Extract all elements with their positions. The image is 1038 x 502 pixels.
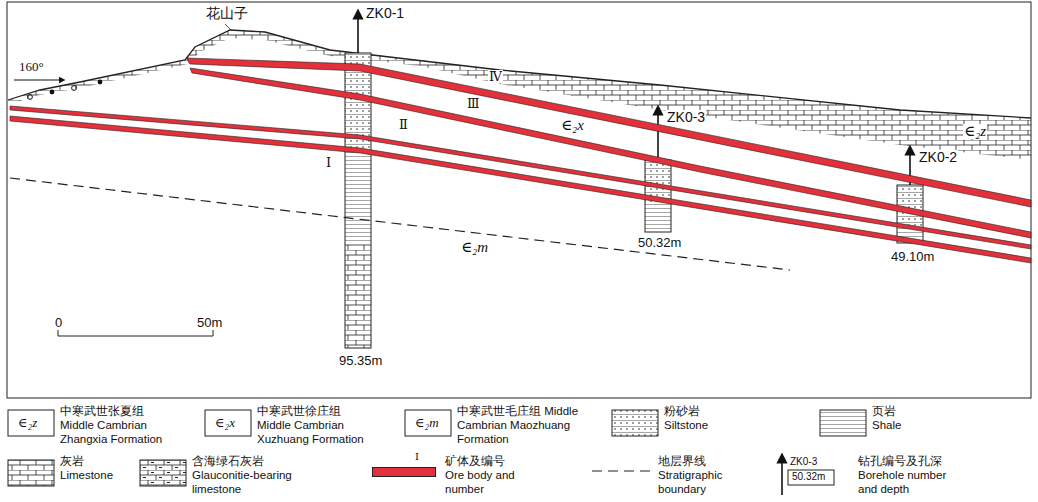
scale-label: 50m — [196, 316, 223, 329]
legend-symbol: Ⅰ — [414, 452, 420, 462]
legend-text: 含海绿石灰岩 Glauconitie-bearing limestone — [192, 455, 307, 496]
formation-label: ∈₂x — [560, 118, 585, 133]
ore-body-number: Ⅰ — [325, 156, 332, 169]
formation-label: ∈₂z — [963, 124, 987, 139]
borehole-depth: 95.35m — [338, 354, 383, 367]
legend-text: 中寒武世张夏组 Middle Cambrian Zhangxia Formati… — [60, 405, 172, 446]
legend-swatch — [372, 467, 436, 477]
legend-symbol: ∈₂x — [214, 416, 236, 429]
borehole-id: ZK0-3 — [666, 110, 706, 124]
ore-body-number: Ⅳ — [488, 70, 503, 83]
legend-symbol: ∈₂m — [414, 416, 440, 429]
ore-body-number: Ⅱ — [398, 118, 409, 131]
borehole-id: ZK0-2 — [918, 150, 958, 164]
scale-label: 0 — [54, 316, 63, 329]
legend-text: 粉砂岩 Siltstone — [664, 405, 726, 433]
orientation-label: 160° — [18, 60, 45, 73]
legend-text: 中寒武世徐庄组 Middle Cambrian Xuzhuang Formati… — [257, 405, 369, 446]
borehole-depth: 50.32m — [637, 236, 682, 249]
legend-text: 矿体及编号 Ore body and number — [445, 455, 520, 496]
borehole-id: ZK0-1 — [365, 6, 405, 20]
place-name: 花山子 — [205, 6, 249, 20]
ore-body-number: Ⅲ — [466, 97, 481, 110]
legend-text: 灰岩 Limestone — [60, 455, 122, 483]
legend-text: 钻孔编号及孔深 Borehole number and depth — [858, 455, 968, 496]
legend-text: 地层界线 Stratigraphic boundary — [658, 455, 740, 496]
borehole-depth: 49.10m — [890, 250, 935, 263]
legend-symbol: ∈₂z — [17, 416, 38, 429]
legend-symbol: 50.32m — [791, 472, 826, 482]
legend-text: 页岩 Shale — [872, 405, 922, 433]
legend-symbol: ZK0-3 — [789, 457, 818, 467]
legend-text: 中寒武世毛庄组 Middle Cambrian Maozhuang Format… — [457, 405, 579, 446]
formation-label: ∈₂m — [460, 240, 489, 255]
